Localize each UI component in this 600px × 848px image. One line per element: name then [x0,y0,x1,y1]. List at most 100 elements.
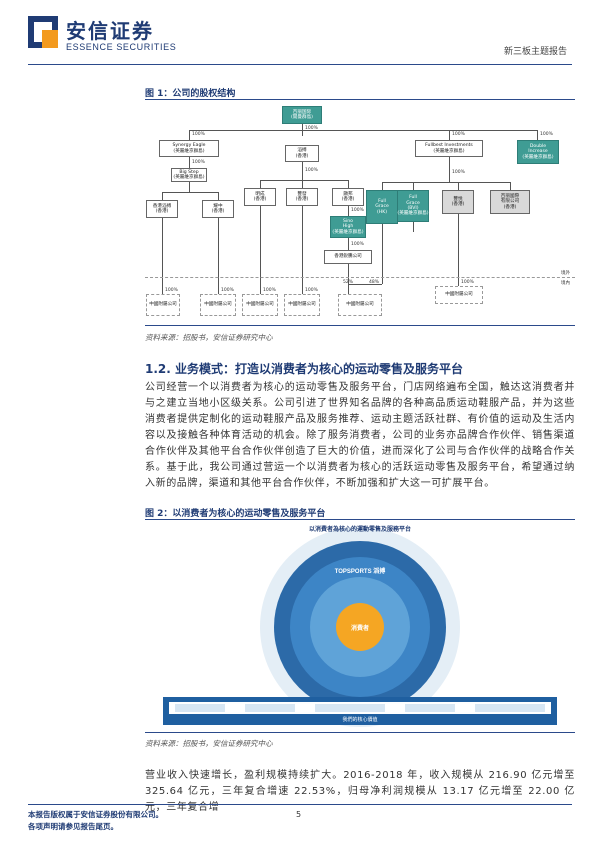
business-model-paragraph: 公司经营一个以消费者为核心的运动零售及服务平台，门店网络遍布全国，触达这消费者并… [145,382,575,489]
connector [162,192,163,200]
company-box-prc-sub: 中國附屬公司 [146,294,180,316]
connector [260,206,261,294]
connector [458,182,459,190]
footer-line-1: 本报告版权属于安信证券股份有限公司。 [28,810,163,819]
company-box-hk-ruiteng: 香港銳騰公司 [324,250,372,264]
connector [348,180,349,188]
company-box-topsports-hk: 滔搏 (香港) [285,145,319,162]
pct-label: 100% [165,288,178,293]
center-label: 消費者 [350,625,369,632]
connector [218,192,219,200]
platform-diagram: 以消費者為核心的運動零售及服務平台 TOPSPORTS 滔搏 消費者 我們的核心… [145,522,575,732]
essence-logo-icon [28,16,58,48]
company-box-prc-sub: 中國附屬公司 [242,294,278,316]
figure1-source: 资料来源：招股书，安信证券研究中心 [145,333,273,342]
company-box-hk-d: 豐發 (香港) [286,188,318,206]
pct-label: 100% [192,132,205,137]
offshore-label: 境外 [561,271,570,276]
figure2-bottom-rule [145,732,575,733]
connector [162,218,163,294]
footer-divider [28,804,572,805]
pct-label: 100% [263,288,276,293]
company-box-hk-e: 顯邦 (香港) [332,188,364,206]
company-box-hk-f: 豐悦 (香港) [442,190,474,214]
connector [413,182,414,190]
company-box-hk-b: 耀中 (香港) [202,200,234,218]
connector [510,182,511,190]
connector [348,284,382,285]
connector [449,157,450,182]
company-box-prc-sub: 中國附屬公司 [200,294,236,316]
company-box-hk-c: 明成 (香港) [244,188,276,206]
connector [382,182,510,183]
connector [162,192,218,193]
connector [260,180,261,188]
pct-label: 100% [305,126,318,131]
connector [458,214,459,286]
connector [189,130,489,131]
company-box-fullgrace-hk: Full Grace (HK) [366,190,398,224]
pct-label: 100% [192,160,205,165]
figure2-title: 图 2：以消费者为核心的运动零售及服务平台 [145,509,326,519]
footer-disclaimer: 本报告版权属于安信证券股份有限公司。 各项声明请参见报告尾页。 [28,809,163,833]
connector [302,180,303,188]
pct-label: 100% [540,132,553,137]
company-box-bigstep: Big Step (英屬維京群島) [171,168,207,182]
ring-title: 以消費者為核心的運動零售及服務平台 [308,526,411,533]
company-box-sinohigh: Sino High (英屬維京群島) [330,216,366,238]
company-box-fullbest: Fullbest Investments (英屬維京群島) [415,140,483,157]
pct-label: 100% [351,242,364,247]
company-box-synergy: Synergy Eagle (英屬維京群島) [159,140,219,157]
pct-label: 100% [221,288,234,293]
figure1-bottom-rule [145,325,575,326]
company-box-prc-sub: 中國附屬公司 [284,294,320,316]
company-box-belle-hk: 百丽國際 有限公司 (香港) [490,190,530,214]
company-box-fullgrace-bvi: Full Grace (BVI) (英屬維京群島) [397,190,429,222]
boundary-line [145,277,575,278]
figure1-title: 图 1：公司的股权结构 [145,89,236,99]
pct-label: 48% [369,280,380,285]
connector [489,130,537,131]
connector [449,130,450,140]
report-type: 新三板主题报告 [503,47,567,57]
banner-label: 我們的核心價值 [342,717,378,723]
company-box-double-increase: Double Increase (英屬維京群島) [517,140,559,164]
pct-label: 100% [452,132,465,137]
connector [382,182,383,190]
pct-label: 100% [452,170,465,175]
platform-diagram-graphic [163,527,557,727]
brand-name-cn: 安信证券 [66,19,154,43]
connector [302,206,303,294]
connector [189,130,190,140]
brand-name-en: ESSENCE SECURITIES [66,42,177,52]
header-divider [28,64,572,65]
page-number: 5 [296,810,302,819]
figure1-rule [145,99,575,100]
connector [218,218,219,294]
pct-label: 100% [461,280,474,285]
pct-label: 52% [343,280,354,285]
onshore-label: 境內 [561,281,570,286]
growth-paragraph: 营业收入快速增长，盈利规模持续扩大。2016-2018 年，收入规模从 216.… [145,770,575,813]
pct-label: 100% [305,168,318,173]
connector [260,180,348,181]
pct-label: 100% [351,208,364,213]
figure2-rule [145,519,575,520]
company-box-hk-a: 香港滔搏 (香港) [146,200,178,218]
company-box-belle: 百丽国际 (開曼群島) [282,106,322,124]
connector [537,130,538,140]
connector [382,224,383,284]
figure2-source: 资料来源：招股书，安信证券研究中心 [145,739,273,748]
page-header: 安信证券 ESSENCE SECURITIES 新三板主题报告 [0,0,600,70]
ownership-chart: 境外 境內 100% 100% 100% 100% 100% 100% 100%… [145,102,575,322]
connector [348,238,349,250]
pct-label: 100% [305,288,318,293]
section-heading: 1.2. 业务模式：打造以消费者为核心的运动零售及服务平台 [145,362,463,376]
company-box-prc-sub: 中國附屬公司 [435,286,483,304]
connector [413,222,414,232]
brand-label: TOPSPORTS 滔搏 [334,569,386,575]
footer-line-2: 各项声明请参见报告尾页。 [28,822,118,831]
connector [348,206,349,216]
connector [302,162,303,180]
company-box-prc-sub: 中國附屬公司 [338,294,382,316]
